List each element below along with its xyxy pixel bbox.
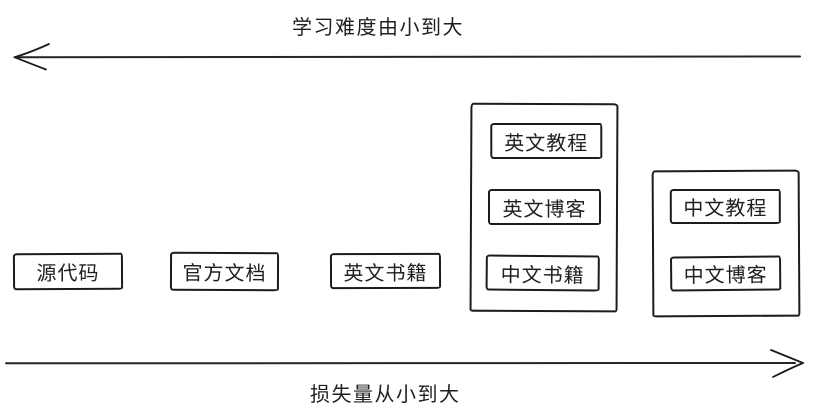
item-box-english-books: 英文书籍 [329,252,442,290]
item-label-chinese-blogs: 中文博客 [683,264,768,288]
item-box-source-code: 源代码 [12,252,124,291]
group-box-right: 中文教程 中文博客 [651,169,801,318]
item-label-chinese-tutorials: 中文教程 [683,197,768,221]
item-box-official-docs: 官方文档 [169,251,280,292]
item-box-chinese-blogs: 中文博客 [670,255,782,292]
item-label-source-code: 源代码 [36,262,100,286]
item-label-chinese-books: 中文书籍 [500,264,585,287]
item-box-chinese-books: 中文书籍 [485,254,600,292]
item-label-english-tutorials: 英文教程 [504,132,589,155]
right-arrow-icon [5,349,804,378]
item-box-english-blogs: 英文博客 [487,188,602,226]
item-label-english-books: 英文书籍 [343,262,428,285]
top-axis-label: 学习难度由小到大 [292,17,464,39]
item-box-chinese-tutorials: 中文教程 [669,188,781,225]
item-box-english-tutorials: 英文教程 [490,122,603,160]
group-box-left: 英文教程 英文博客 中文书籍 [469,102,619,313]
left-arrow-icon [13,43,801,71]
item-label-official-docs: 官方文档 [182,262,267,286]
bottom-axis-label: 损失量从小到大 [310,384,461,406]
item-label-english-blogs: 英文博客 [502,198,587,221]
